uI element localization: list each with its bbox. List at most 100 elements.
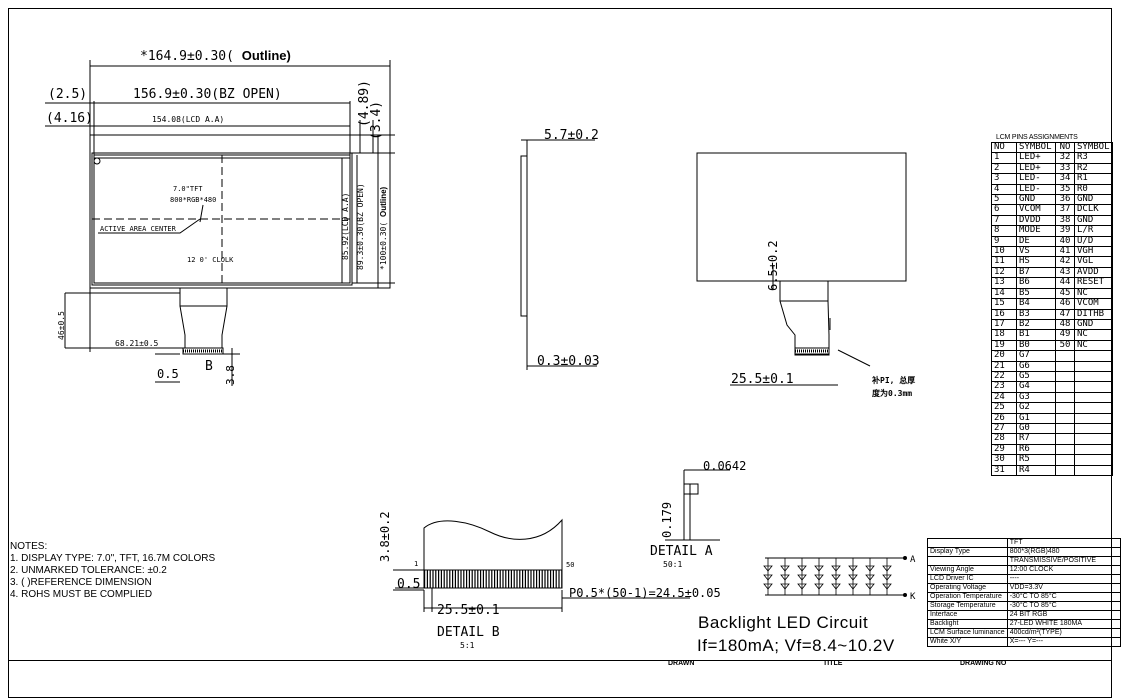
spec-value: X=--- Y=---	[1006, 637, 1121, 647]
spec-key: White X/Y	[927, 637, 1008, 647]
dim-ref-34: (3.4)	[369, 101, 384, 140]
pins-cell: R1	[1074, 173, 1113, 185]
pins-cell: 42	[1055, 256, 1075, 268]
pins-cell: DCLK	[1074, 204, 1113, 216]
pins-cell: G1	[1016, 412, 1056, 424]
pins-cell: 33	[1055, 162, 1075, 175]
dim-lcd-aa: 154.08(LCD A.A)	[152, 115, 224, 124]
mechanical-drawing: *164.9±0.30( Outline) (2.5) 156.9±0.30(B…	[45, 48, 916, 650]
pins-header-cell: SYMBOL	[1016, 141, 1056, 154]
title-block	[8, 660, 1112, 670]
pins-cell: 9	[991, 235, 1017, 248]
dim-pitch: P0.5*(50-1)=24.5±0.05	[569, 586, 721, 600]
pins-cell: R2	[1074, 162, 1113, 175]
label-b: B	[205, 359, 213, 374]
pins-cell: GND	[1074, 214, 1113, 227]
pins-header-cell: NO	[1055, 141, 1075, 154]
pins-header-row: NO SYMBOL NO SYMBOL	[991, 141, 1113, 154]
pins-cell: GND	[1074, 318, 1113, 331]
pins-cell: 14	[991, 287, 1017, 300]
pins-cell: LED+	[1016, 152, 1056, 164]
detail-b-pin50: 50	[566, 561, 574, 569]
pins-cell: R5	[1016, 454, 1056, 466]
spec-value: TRANSMISSIVE/POSITIVE	[1006, 556, 1121, 566]
dim-46: 46±0.5	[57, 311, 66, 340]
pins-cell: VGH	[1074, 246, 1113, 258]
pins-cell: 45	[1055, 287, 1075, 300]
pins-cell: R7	[1016, 433, 1056, 445]
pins-header-cell: SYMBOL	[1074, 141, 1113, 154]
spec-row: Storage Temperature-30°C TO 85°C	[927, 601, 1121, 611]
pins-cell: L/R	[1074, 225, 1113, 237]
pins-cell: B7	[1016, 266, 1056, 279]
pins-cell	[1055, 381, 1075, 393]
spec-key: Backlight	[927, 619, 1008, 629]
notes-block: NOTES: 1. DISPLAY TYPE: 7.0", TFT, 16.7M…	[10, 541, 215, 601]
pins-cell: B2	[1016, 318, 1056, 331]
dim-ref-25: (2.5)	[48, 87, 87, 102]
pins-cell	[1055, 464, 1075, 477]
rear-note-2: 度为0.3mm	[872, 388, 912, 398]
pins-cell: 46	[1055, 298, 1075, 310]
pins-cell	[1074, 381, 1113, 393]
pins-cell: B1	[1016, 329, 1056, 341]
pins-cell: 11	[991, 256, 1017, 268]
dim-thin: 0.3±0.03	[537, 354, 600, 369]
pins-cell: RESET	[1074, 277, 1113, 289]
detail-a-title: DETAIL A	[650, 544, 713, 559]
spec-key: Display Type	[927, 547, 1008, 557]
spec-row: TFT	[927, 538, 1121, 548]
detail-a-scale: 50:1	[663, 560, 682, 569]
pins-cell: 22	[991, 370, 1017, 383]
pins-cell	[1074, 454, 1113, 466]
pins-cell: 48	[1055, 318, 1075, 331]
notes-line: NOTES:	[10, 541, 48, 552]
pins-cell: DITHB	[1074, 308, 1113, 320]
pins-cell	[1074, 412, 1113, 424]
pins-cell: 44	[1055, 277, 1075, 289]
spec-value: 12:00 CLOCK	[1006, 565, 1121, 575]
pins-cell: AVDD	[1074, 266, 1113, 279]
spec-value: ----	[1006, 574, 1121, 584]
pins-cell: 10	[991, 246, 1017, 258]
outline-rect	[89, 134, 391, 289]
spec-key: LCD Driver IC	[927, 574, 1008, 584]
pins-cell: 21	[991, 360, 1017, 372]
pins-cell: 15	[991, 298, 1017, 310]
pins-cell: B6	[1016, 277, 1056, 289]
pins-cell: 13	[991, 277, 1017, 289]
dim-rear-65: 6.5±0.2	[766, 240, 780, 291]
pins-cell: MODE	[1016, 225, 1056, 237]
pins-cell: 18	[991, 329, 1017, 341]
pins-cell: R3	[1074, 152, 1113, 164]
pins-cell: GND	[1074, 194, 1113, 206]
pins-cell: 31	[991, 464, 1017, 477]
spec-row: LCD Driver IC----	[927, 574, 1121, 584]
dim-rear-255: 25.5±0.1	[731, 372, 794, 387]
pins-cell: NC	[1074, 339, 1113, 352]
pins-cell: 29	[991, 443, 1017, 456]
title-block-title: TITLE	[823, 660, 843, 667]
pins-cell: VGL	[1074, 256, 1113, 268]
led-array	[763, 558, 892, 595]
pins-cell	[1074, 464, 1113, 477]
pins-cell: B4	[1016, 298, 1056, 310]
pins-cell: 34	[1055, 173, 1075, 185]
pins-cell: 25	[991, 402, 1017, 414]
